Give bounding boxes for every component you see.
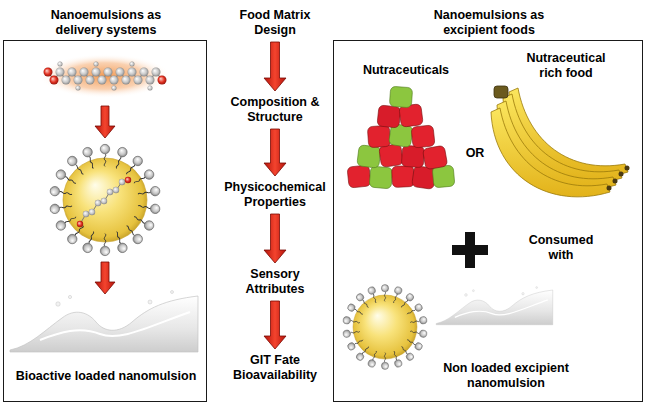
process-step: Composition & Structure [220,95,330,125]
flow-arrow [264,42,286,91]
flow-arrow [95,262,115,294]
food-label: Nutraceutical rich food [516,51,616,81]
panel-caption: Non loaded excipient nanomulsion [421,361,591,391]
bioactive-molecule [39,54,171,98]
panel-heading: Nanoemulsions as excipient foods [409,8,569,38]
milk-splash [436,287,553,325]
flow-arrow [264,301,286,349]
step-label: GIT Fate Bioavailability [220,353,330,383]
panel-box: Nanoemulsions as excipient foodsNutraceu… [333,40,643,402]
milk-splash [10,291,198,353]
step-label: Composition & Structure [220,95,330,125]
food-label: Nutraceuticals [351,63,461,78]
flow-arrow [95,106,115,138]
plus-sign [452,232,488,268]
or-label: OR [455,146,495,161]
process-step: GIT Fate Bioavailability [220,353,330,383]
note-label: Consumed with [521,233,601,263]
panel-heading: Nanoemulsions as delivery systems [36,8,176,38]
step-label: Sensory Attributes [220,267,330,297]
excipient-droplet [343,285,428,370]
flow-arrow [264,214,286,263]
loaded-droplet [49,144,160,255]
process-step: Food Matrix Design [220,8,330,38]
gummy-pile [347,86,455,189]
step-label: Food Matrix Design [220,8,330,38]
flow-arrow [264,129,286,176]
banana-bunch [491,86,630,197]
panel-box: Nanoemulsions as delivery systemsBioacti… [3,40,207,402]
process-step: Physicochemical Properties [220,180,330,210]
process-step: Sensory Attributes [220,267,330,297]
panel-caption: Bioactive loaded nanomulsion [6,369,206,384]
step-label: Physicochemical Properties [220,180,330,210]
